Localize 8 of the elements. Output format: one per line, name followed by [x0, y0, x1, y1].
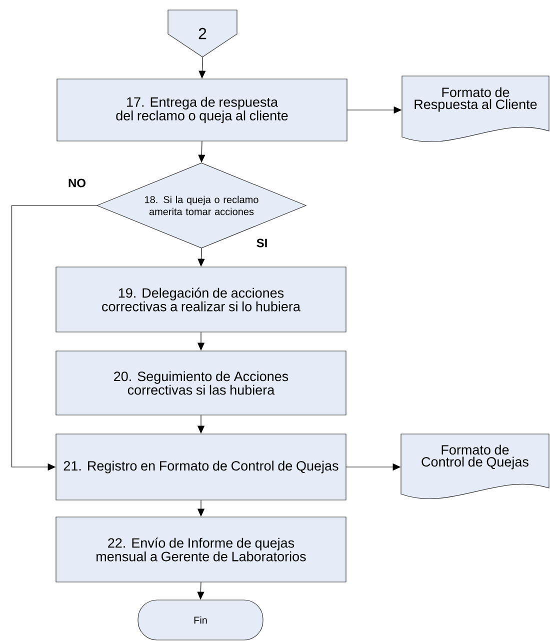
process-box: 19. Delegación de acciones correctivas a realizar si lo hubiera — [56, 266, 346, 332]
process-box: 22. Envío de Informe de quejas mensual a Gerente de Laboratorios — [56, 516, 346, 582]
process-box: 20. Seguimiento de Acciones correctivas si las hubiera — [56, 350, 346, 416]
edge-label: SI — [255, 238, 269, 248]
edge-label: NO — [67, 178, 87, 188]
process-box: 21. Registro en Formato de Control de Quejas — [56, 434, 346, 500]
process-box: 17. Entrega de respuesta del reclamo o queja al cliente — [56, 78, 348, 142]
off-page-connector: 2 — [168, 10, 238, 58]
